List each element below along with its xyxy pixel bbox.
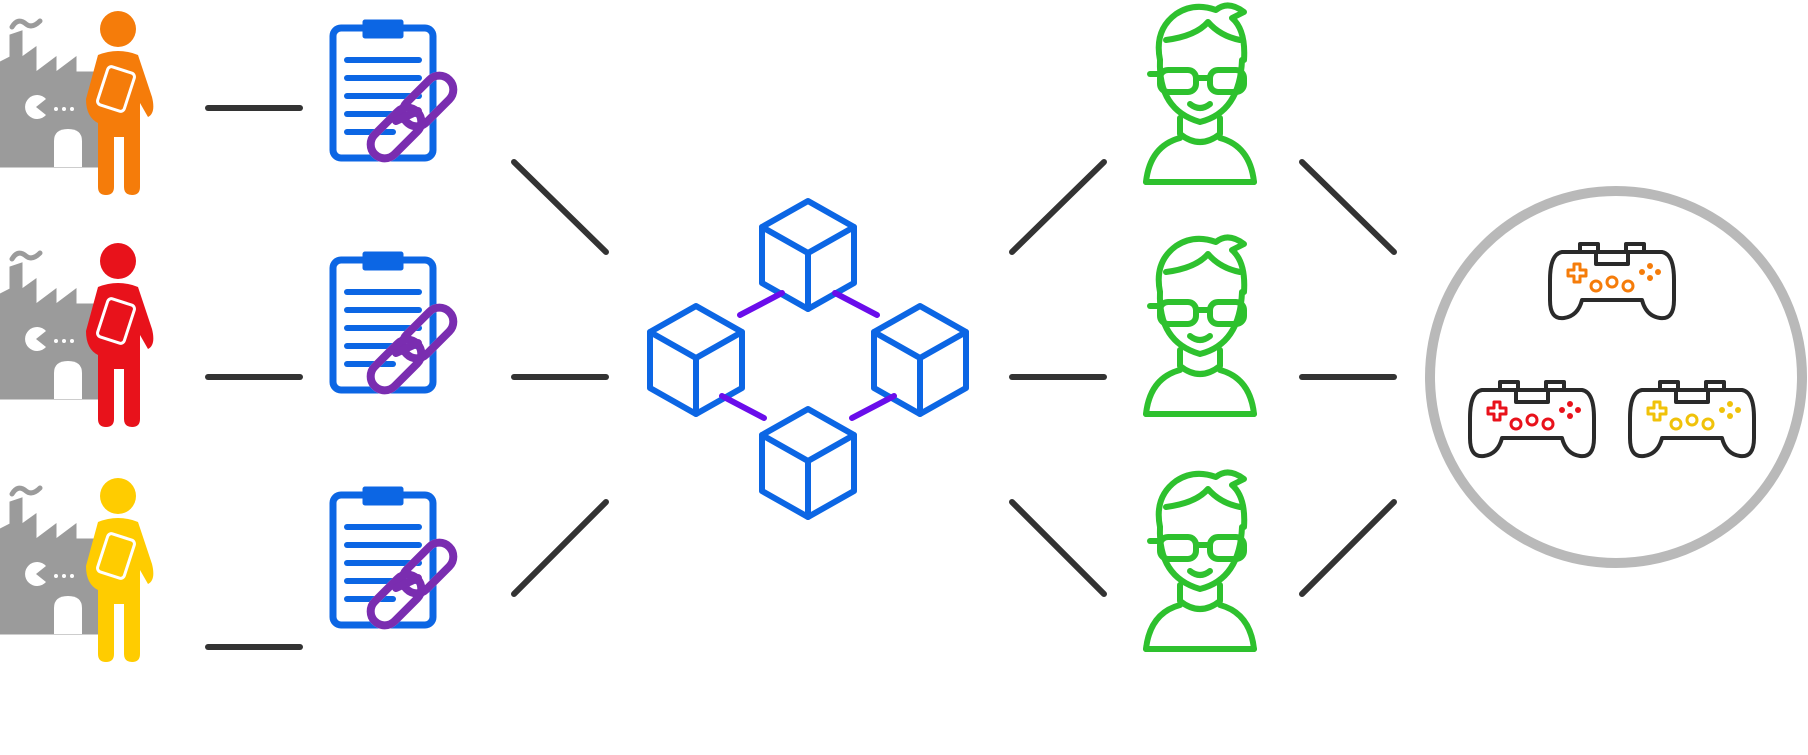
consumers-column [1146, 5, 1254, 649]
block-links [719, 290, 897, 421]
consumer-icon [1146, 237, 1254, 414]
pacman-icon [25, 95, 46, 119]
pacman-icon [25, 562, 46, 586]
connector-line [1009, 159, 1107, 255]
worker-icon [86, 243, 154, 427]
pacman-icon [25, 327, 46, 351]
ghost-icon [54, 129, 82, 167]
game-controller-icon [1468, 380, 1596, 459]
game-controller-icon [1628, 380, 1756, 459]
worker-icon [86, 11, 154, 195]
producer-factory-worker [0, 243, 154, 427]
contracts-column [333, 20, 459, 631]
worker-icon [86, 478, 154, 662]
consumer-icon [1146, 472, 1254, 649]
controller-collection [1425, 186, 1807, 568]
block-left [647, 303, 745, 417]
connector-line [1009, 499, 1107, 597]
smart-contract [333, 20, 459, 164]
factory-icon [0, 21, 100, 167]
smart-contract [333, 487, 459, 631]
consumer-icon [1146, 5, 1254, 182]
game-controller-icon [1548, 242, 1676, 321]
block-bottom [759, 406, 857, 520]
ghost-icon [54, 361, 82, 399]
block-top [759, 198, 857, 312]
collection-ring [1425, 186, 1807, 568]
connector-line [511, 499, 609, 597]
factory-icon [0, 253, 100, 399]
block-right [871, 303, 969, 417]
smart-contract [333, 252, 459, 396]
factory-icon [0, 488, 100, 634]
producer-factory-worker [0, 11, 154, 195]
producers-column [0, 11, 154, 662]
connector-line [1299, 499, 1397, 597]
blockchain-icon [647, 198, 969, 520]
producer-factory-worker [0, 478, 154, 662]
connectors [205, 105, 1397, 650]
ghost-icon [54, 596, 82, 634]
connector-line [1299, 159, 1397, 255]
connector-line [511, 159, 609, 255]
